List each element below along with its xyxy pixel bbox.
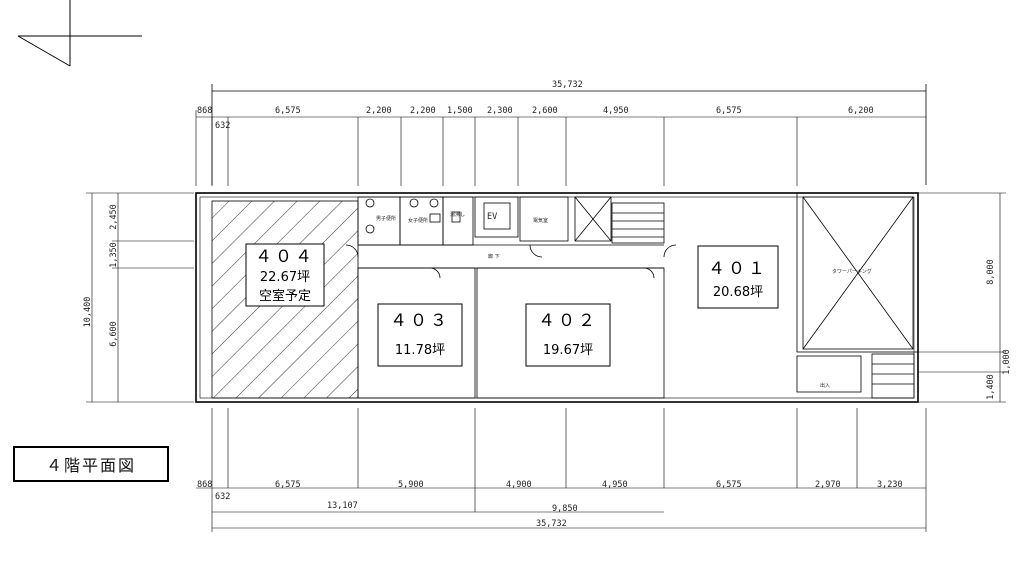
bottom-span-5: 6,575	[716, 480, 742, 490]
right-span-1: 8,000	[986, 259, 996, 285]
bottom-span-2: 5,900	[398, 480, 424, 490]
corridor-label: 廊 下	[488, 253, 500, 260]
bottom-dimensions	[196, 408, 927, 532]
bottom-group-2: 9,850	[552, 504, 578, 514]
bottom-overall-label: 35,732	[536, 519, 567, 529]
top-span-1: 6,575	[275, 106, 301, 116]
top-span-3: 2,200	[410, 106, 436, 116]
ev-label: EV	[487, 212, 497, 222]
left-span-1: 2,450	[109, 204, 119, 230]
bottom-group-1: 13,107	[327, 501, 358, 511]
top-span-4: 1,500	[447, 106, 473, 116]
right-span-3: 1,400	[986, 374, 996, 400]
bottom-span-4: 4,950	[602, 480, 628, 490]
right-dimensions	[918, 192, 1006, 403]
unit-401-area-label: 20.68坪	[713, 285, 763, 300]
top-span-2: 2,200	[366, 106, 392, 116]
top-overall-dimension	[211, 84, 927, 185]
left-span-3: 6,600	[109, 321, 119, 347]
top-span-7: 4,950	[603, 106, 629, 116]
top-span-8: 6,575	[716, 106, 742, 116]
tower-parking-label: タワーパーキング	[832, 268, 872, 275]
offset-left-label: 868	[197, 106, 212, 116]
toilet-m-label: 男子便所	[376, 215, 396, 222]
right-span-2: 1,000	[1002, 349, 1012, 375]
bottom-span-1: 6,575	[275, 480, 301, 490]
north-arrow-icon	[17, 0, 142, 67]
left-total-label: 10,400	[83, 297, 93, 328]
unit-402-area	[476, 267, 665, 399]
bottom-offset-small: 632	[215, 492, 230, 502]
electric-room-label: 電気室	[533, 217, 548, 224]
bottom-span-7: 3,230	[877, 480, 903, 490]
top-span-dimensions	[195, 110, 926, 186]
unit-403-area	[357, 267, 476, 399]
unit-402-number: ４０２	[538, 311, 598, 331]
drawing-title: ４階平面図	[13, 446, 169, 482]
top-span-5: 2,300	[487, 106, 513, 116]
bottom-offset-left: 868	[197, 480, 212, 490]
unit-401-area	[697, 245, 779, 309]
unit-402-area-label: 19.67坪	[543, 343, 593, 358]
corridor	[345, 244, 677, 279]
core-services	[357, 196, 665, 246]
top-span-9: 6,200	[848, 106, 874, 116]
top-span-6: 2,600	[532, 106, 558, 116]
left-span-2: 1,350	[109, 242, 119, 268]
bottom-span-6: 2,970	[815, 480, 841, 490]
top-overall-label: 35,732	[552, 80, 583, 90]
unit-404-area	[211, 200, 359, 399]
unit-401-number: ４０１	[708, 259, 768, 279]
unit-404-number: ４０４	[255, 247, 315, 267]
unit-404-area-label: 22.67坪	[260, 270, 310, 285]
unit-404-note: 空室予定	[259, 288, 311, 304]
hot-water-label: 湯沸し	[450, 211, 465, 218]
offset-small-label: 632	[215, 121, 230, 131]
bottom-span-3: 4,900	[506, 480, 532, 490]
toilet-f-label: 女子便所	[408, 217, 428, 224]
exit-label: 出入	[820, 382, 830, 389]
unit-403-area-label: 11.78坪	[395, 343, 445, 358]
left-dimensions	[86, 192, 194, 403]
unit-403-number: ４０３	[390, 311, 450, 331]
tower-parking	[796, 192, 919, 399]
